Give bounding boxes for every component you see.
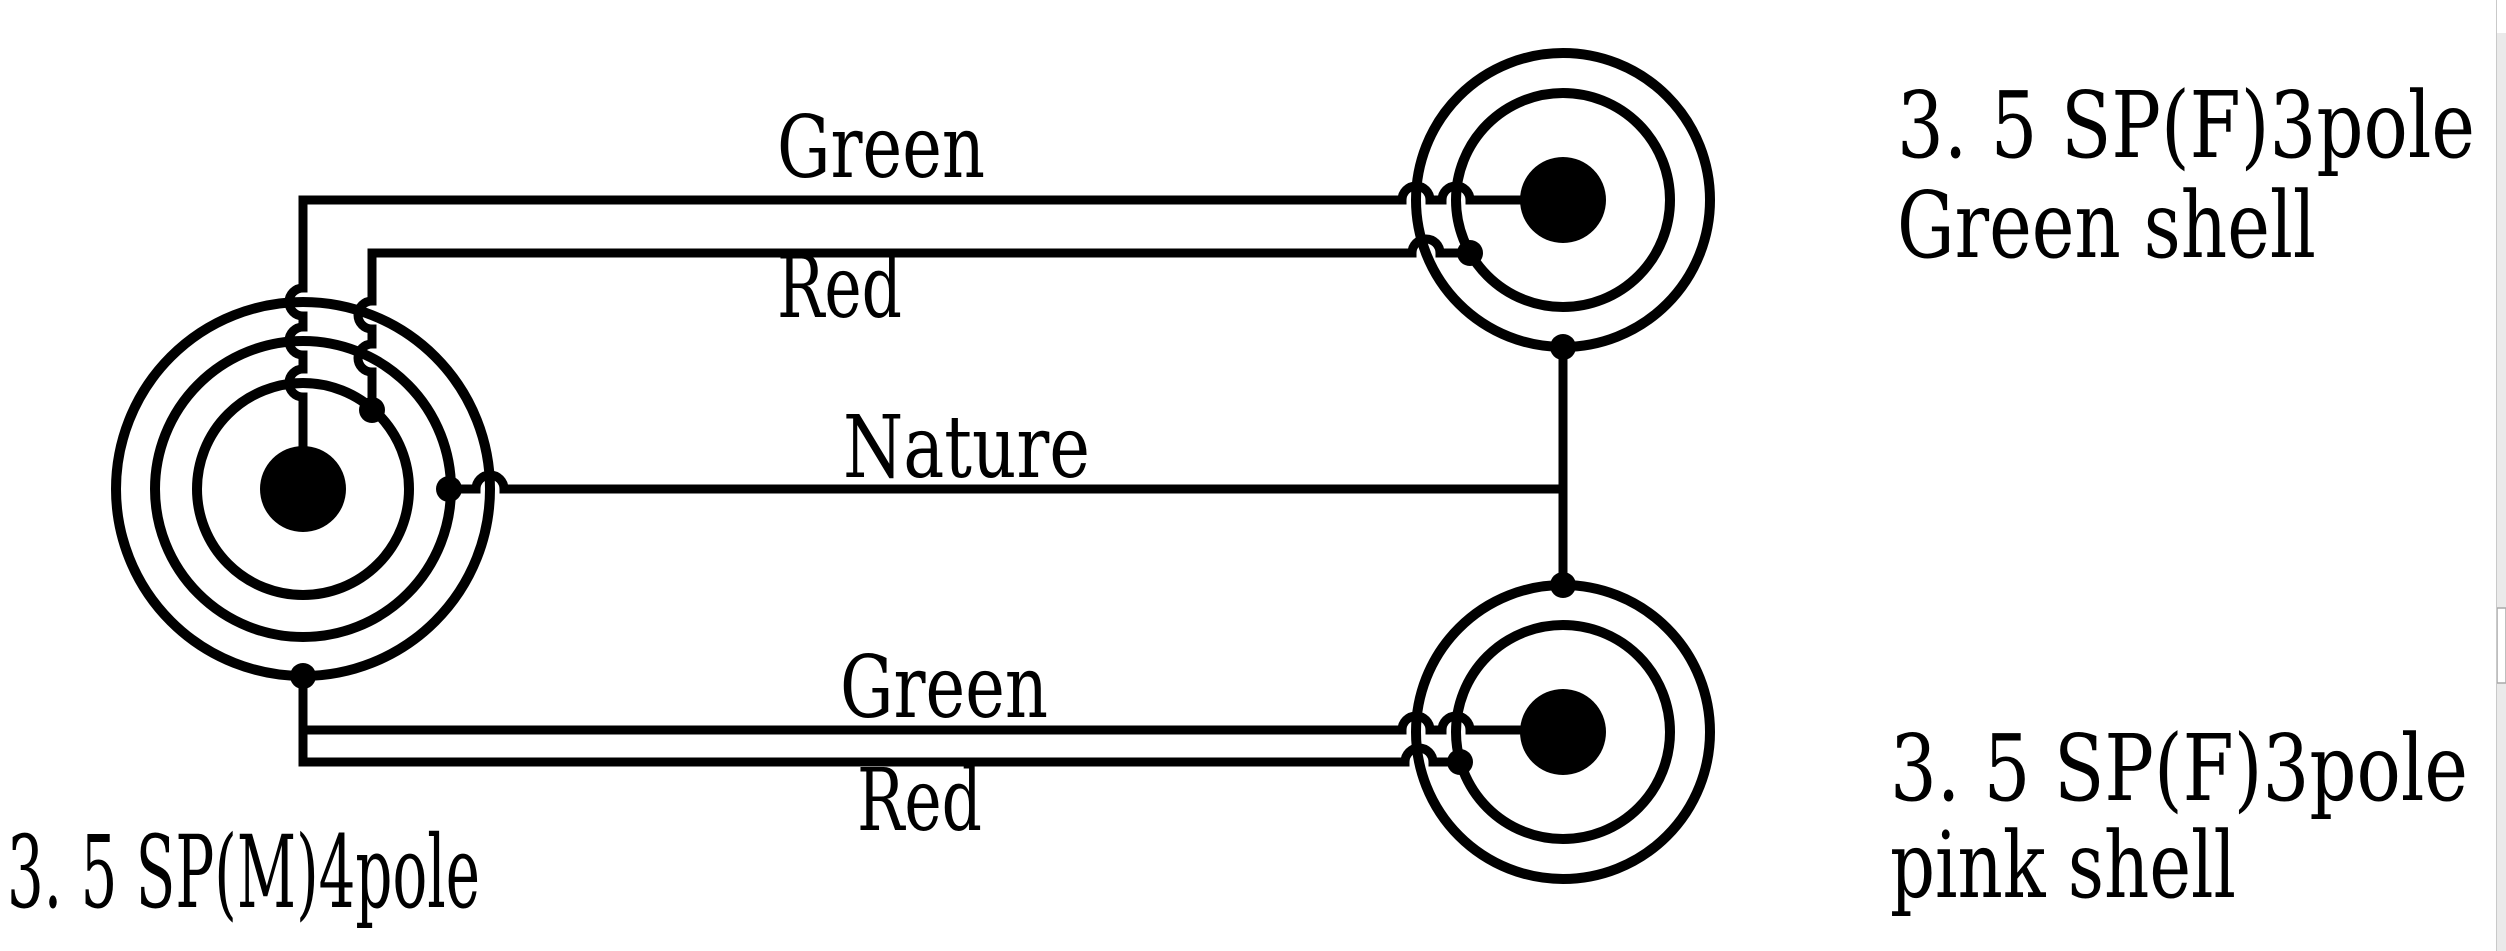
female-green-inner-ring xyxy=(1451,88,1675,312)
female-green-label-line1: 3. 5 SP(F)3pole xyxy=(1897,72,2475,179)
junction-dot-pink-inner xyxy=(1447,749,1473,775)
female-pink-center-dot xyxy=(1520,689,1606,775)
junction-dot-male-sleeve xyxy=(290,663,316,689)
wire-label-nature: Nature xyxy=(843,398,1090,498)
junction-dot-male-ring1 xyxy=(359,397,385,423)
male-tip-dot xyxy=(260,446,346,532)
wire-label-red-top: Red xyxy=(777,238,902,338)
junction-dot-green-inner xyxy=(1457,240,1483,266)
junction-dot-pink-sleeve xyxy=(1550,572,1576,598)
female-pink-connector-symbol xyxy=(1411,580,1715,884)
male-connector-label: 3. 5 SP(M)4pole xyxy=(7,814,480,931)
scrollbar-track[interactable] xyxy=(2496,0,2506,951)
female-pink-inner-ring xyxy=(1451,620,1675,844)
female-pink-label-line1: 3. 5 SP(F)3pole xyxy=(1890,715,2468,822)
female-green-center-dot xyxy=(1520,157,1606,243)
male-inner-ring xyxy=(192,378,414,600)
wire-label-green-top: Green xyxy=(777,98,985,198)
wire-label-green-bottom: Green xyxy=(840,638,1048,738)
junction-dots xyxy=(290,240,1576,775)
female-green-label-line2: Green shell xyxy=(1897,172,2316,279)
junction-dot-green-sleeve xyxy=(1550,334,1576,360)
male-connector-symbol xyxy=(111,297,495,681)
female-green-connector-symbol xyxy=(1411,48,1715,352)
junction-dot-male-ring2 xyxy=(436,476,462,502)
wire-green-bottom xyxy=(303,711,1563,735)
scrollbar-top-cap[interactable] xyxy=(2497,0,2506,33)
scrollbar-thumb[interactable] xyxy=(2496,607,2506,684)
scrollbar xyxy=(2496,0,2506,951)
wire-red-top xyxy=(353,234,1470,410)
female-pink-label-line2: pink shell xyxy=(1890,812,2236,919)
wire-label-red-bottom: Red xyxy=(857,751,982,851)
